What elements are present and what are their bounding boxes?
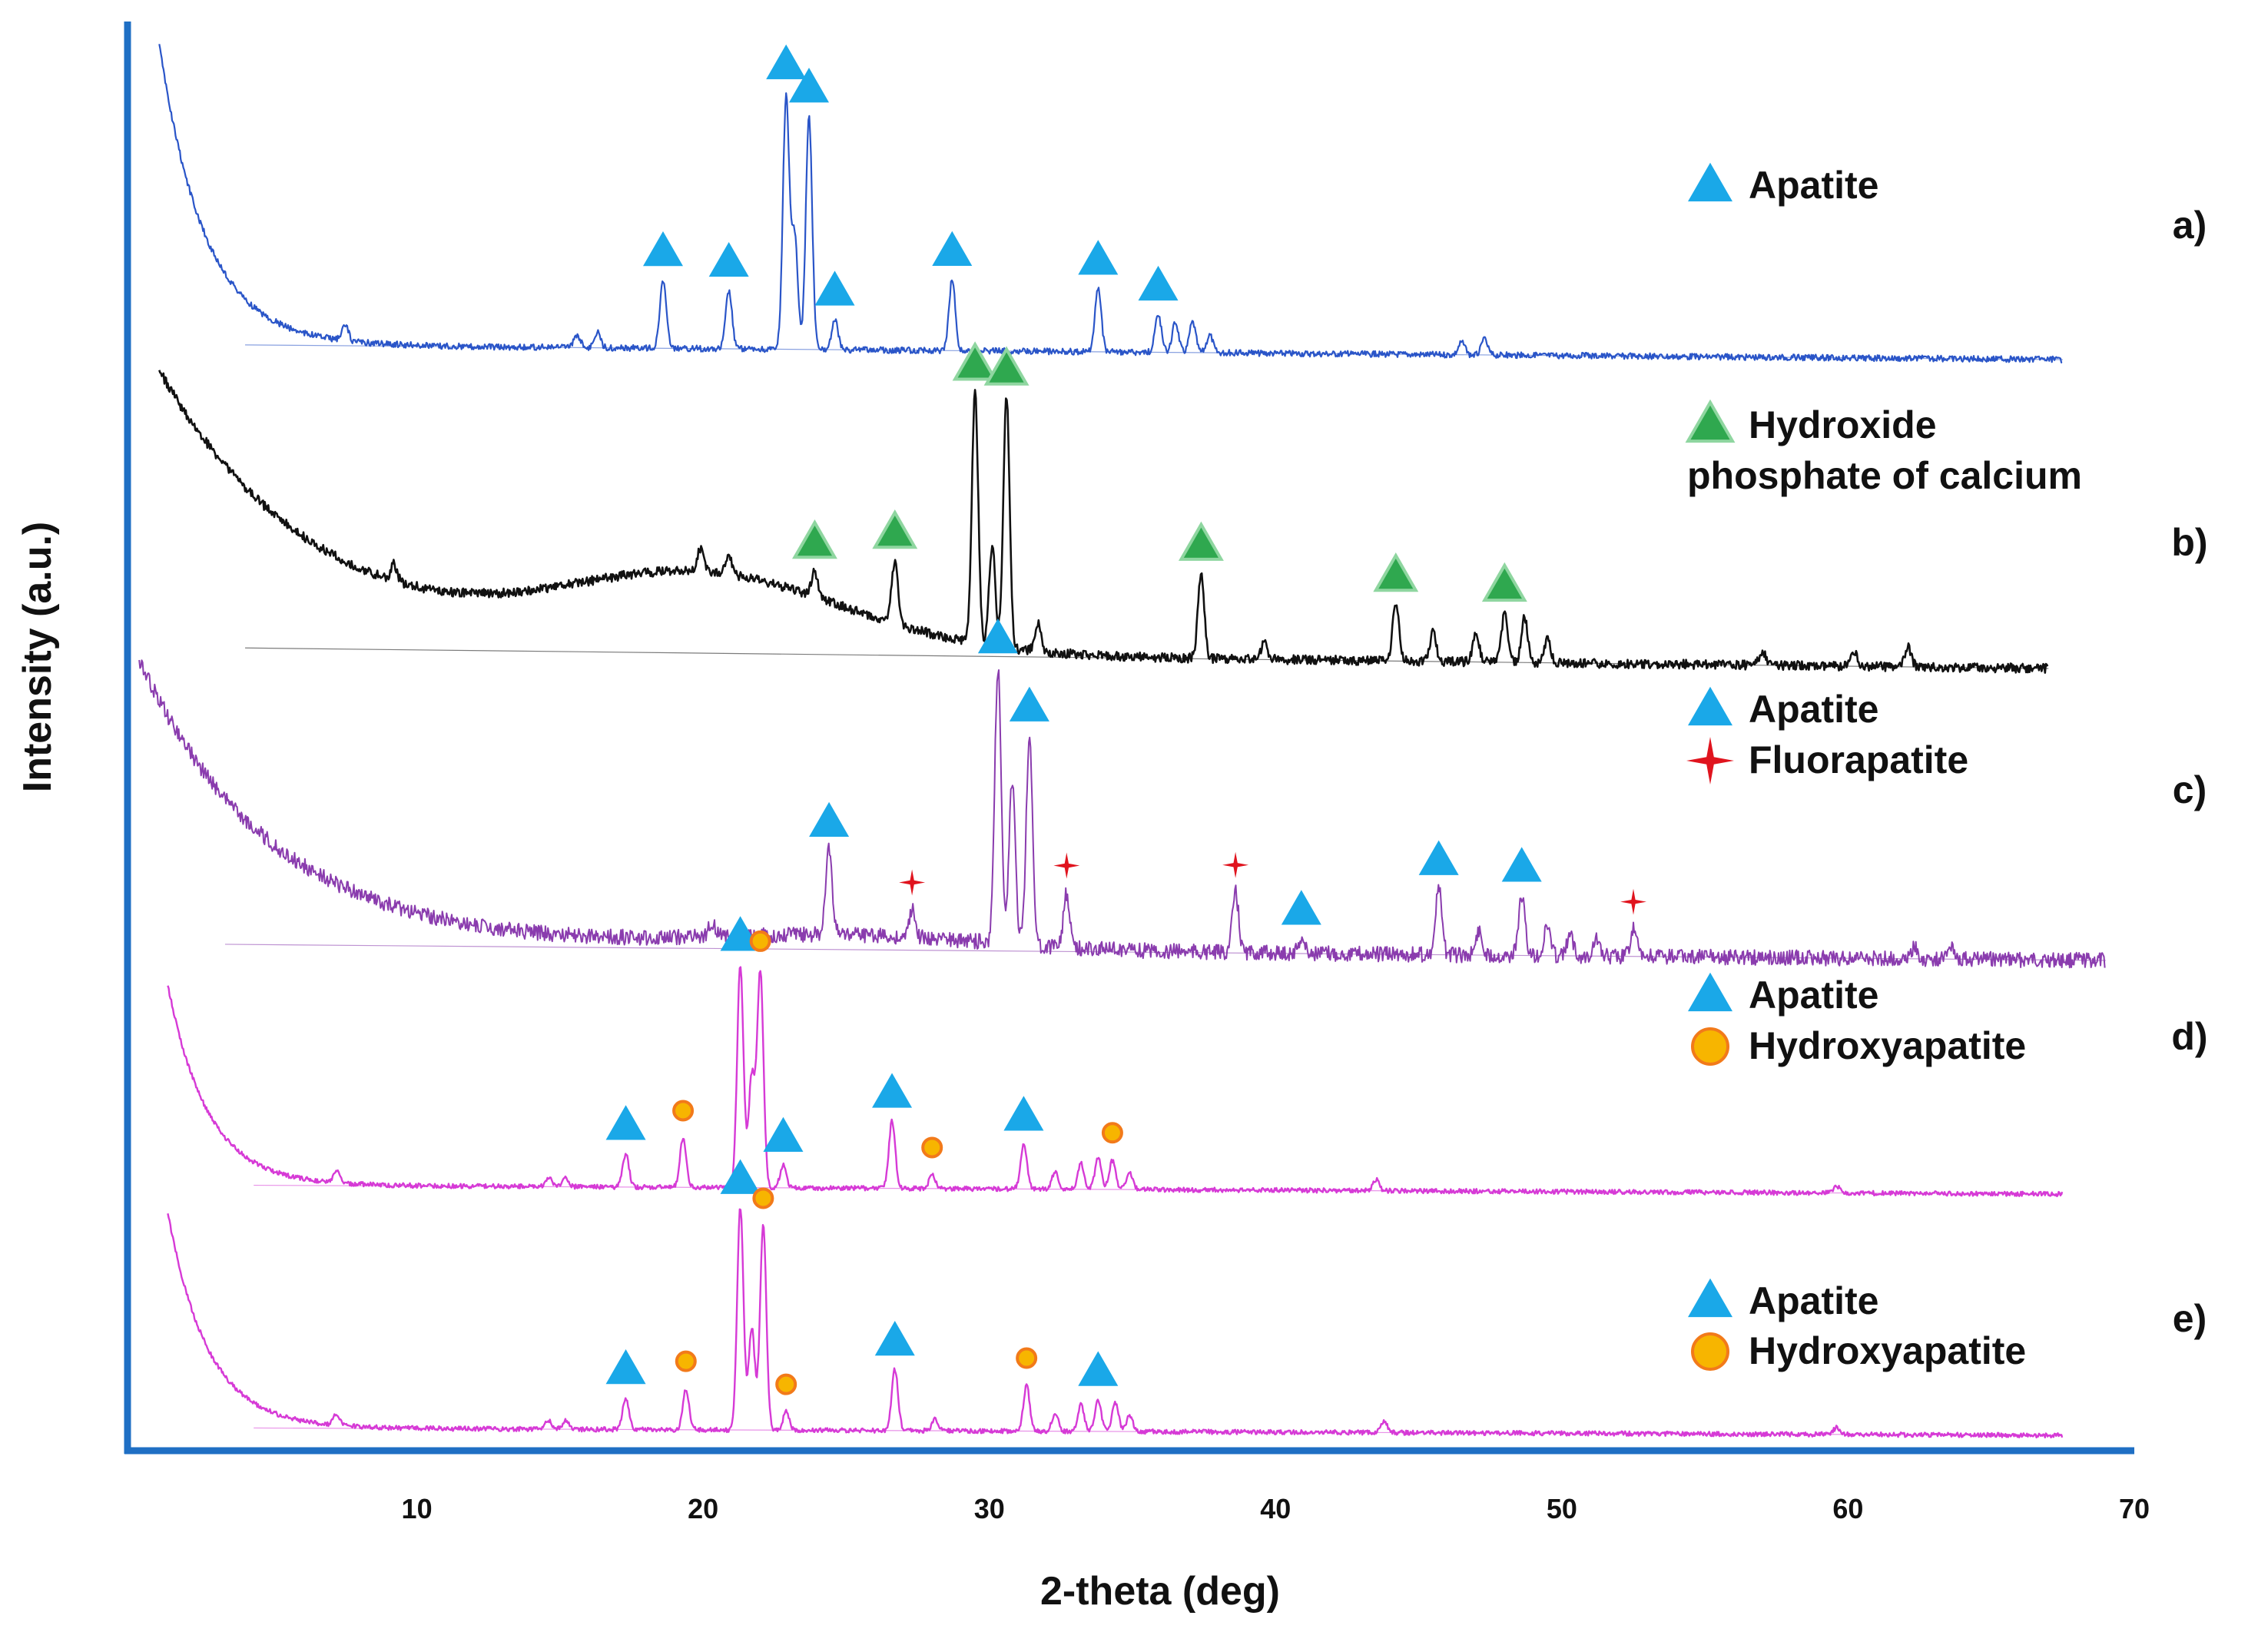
x-tick-label: 40 [1260,1493,1291,1524]
pattern-curve-4 [167,966,2064,1198]
legend-star-icon [1686,737,1734,785]
x-tick-label: 20 [688,1493,718,1524]
peak-marker-apatite [605,1348,646,1385]
peak-marker-hydroxide [872,509,918,549]
peak-marker-fluorapatite [1053,852,1080,879]
peak-marker-apatite [1003,1096,1044,1131]
x-tick-label: 30 [974,1493,1005,1524]
x-axis-label: 2-theta (deg) [1040,1569,1280,1614]
peak-marker-apatite [1501,847,1542,882]
pattern-curve-5 [167,1208,2064,1438]
panel-label: b) [2171,521,2207,564]
peak-marker-apatite [814,270,855,306]
peak-marker-apatite [872,1073,913,1108]
peak-marker-hydroxyapatite [921,1136,943,1159]
peak-marker-apatite [763,1116,804,1152]
pattern-curves [138,44,2106,1438]
legend-label: Fluorapatite [1749,738,1968,781]
peak-marker-apatite [788,68,829,103]
panel-label: d) [2171,1015,2207,1058]
baseline-5 [254,1427,2063,1436]
peak-marker-hydroxide [1178,521,1224,561]
peak-marker-fluorapatite [899,869,926,896]
legend-triangle-icon [1688,162,1732,202]
pattern-curve-1 [158,44,2063,363]
peak-marker-hydroxyapatite [1101,1122,1123,1144]
peak-marker-apatite [1078,1351,1119,1386]
peak-marker-fluorapatite [1620,888,1646,915]
legend-triangle-icon [1688,972,1732,1012]
baseline-2 [245,647,2049,669]
peak-marker-apatite [977,619,1018,654]
peak-marker-apatite [1418,840,1459,875]
legend-label: Apatite [1749,1279,1878,1322]
peak-marker-fluorapatite [1222,851,1249,878]
peak-marker-hydroxide [791,519,837,559]
peak-marker-hydroxide [1481,562,1527,602]
x-tick-label: 60 [1832,1493,1863,1524]
peak-marker-apatite [1281,890,1321,925]
peak-marker-hydroxyapatite [675,1350,697,1372]
legend-triangle-icon [1688,1278,1732,1318]
peak-marker-hydroxyapatite [752,1187,774,1209]
legend-triangle-green-icon [1685,399,1736,443]
peak-marker-apatite [708,241,749,277]
x-tick-label: 10 [402,1493,433,1524]
peak-marker-apatite [720,1159,761,1194]
peak-marker-apatite [605,1105,646,1140]
legend-triangle-icon [1688,686,1732,726]
x-tick-label: 70 [2119,1493,2150,1524]
legend-label: Hydroxyapatite [1749,1024,2026,1067]
legend-label: Hydroxide [1749,403,1937,446]
peak-marker-apatite [932,231,973,267]
peak-marker-apatite [1009,686,1049,722]
peak-marker-hydroxyapatite [775,1373,797,1395]
peak-marker-apatite [766,44,807,80]
panel-label: a) [2173,204,2207,247]
legend-label: Hydroxyapatite [1749,1329,2026,1372]
peak-marker-apatite [809,801,850,837]
legend-circle-icon [1691,1027,1729,1066]
x-tick-label: 50 [1547,1493,1577,1524]
y-axis-label: Intensity (a.u.) [15,522,60,792]
peak-marker-hydroxide [952,341,998,381]
pattern-curve-3 [138,659,2106,969]
peak-marker-apatite [1138,265,1179,301]
axes: 10 20 30 40 50 60 70 [124,22,2150,1524]
panel-label: e) [2173,1297,2207,1340]
legend-circle-icon [1691,1332,1729,1371]
peak-marker-hydroxide [1373,552,1419,592]
peak-marker-hydroxyapatite [749,930,771,952]
legend-label: phosphate of calcium [1687,454,2082,497]
peak-marker-hydroxyapatite [672,1100,695,1122]
legend-label: Apatite [1749,164,1878,207]
peak-marker-hydroxide [983,346,1030,386]
legend-label: Apatite [1749,688,1878,731]
peak-marker-apatite [642,231,683,267]
pattern-curve-2 [158,370,2049,674]
phase-markers [605,44,1646,1395]
peak-marker-apatite [874,1321,915,1356]
peak-marker-hydroxyapatite [1016,1347,1038,1369]
peak-marker-apatite [1078,240,1119,275]
baseline-3 [224,944,2106,961]
panel-label: c) [2173,768,2207,811]
legends: Apatite a) Hydroxide phosphate of calcium b)… [1685,162,2208,1372]
legend-label: Apatite [1749,974,1878,1017]
baseline-4 [254,1184,2063,1195]
baseline-1 [245,344,2063,360]
